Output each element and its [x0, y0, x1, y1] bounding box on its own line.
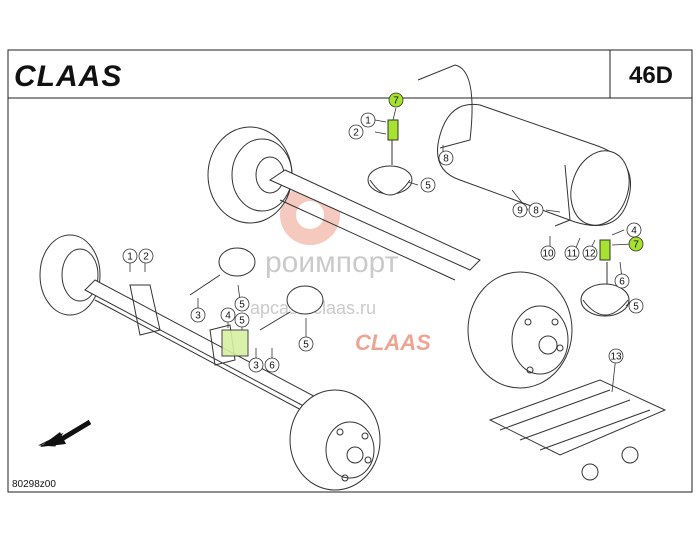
callout-label: 8 — [533, 206, 539, 217]
callout-2[interactable]: 2 — [348, 124, 364, 140]
brake-chamber-lower-1 — [189, 247, 256, 296]
page-code: 46D — [629, 62, 673, 89]
callout-8[interactable]: 8 — [528, 202, 544, 218]
callout-5[interactable]: 5 — [234, 296, 250, 312]
callout-12[interactable]: 12 — [582, 245, 598, 261]
callout-8[interactable]: 8 — [438, 150, 454, 166]
callout-circle — [608, 348, 624, 364]
callout-circle — [348, 124, 364, 140]
callout-label: 3 — [253, 361, 259, 372]
callout-label: 2 — [143, 252, 149, 263]
callout-4[interactable]: 4 — [626, 222, 642, 238]
callout-label: 13 — [610, 352, 622, 363]
callout-label: 5 — [633, 302, 639, 313]
brake-chamber-lower-2 — [259, 285, 324, 331]
callout-13[interactable]: 13 — [608, 348, 624, 364]
highlighted-part-7a[interactable] — [387, 119, 399, 141]
callout-5[interactable]: 5 — [234, 312, 250, 328]
callout-label: 4 — [631, 226, 637, 237]
callout-5[interactable]: 5 — [298, 336, 314, 352]
callout-circle — [138, 248, 154, 264]
callout-circle — [220, 307, 236, 323]
callout-9[interactable]: 9 — [512, 202, 528, 218]
callout-label: 5 — [239, 316, 245, 327]
watermark-logo: CLAAS — [355, 330, 431, 355]
callout-circle — [388, 92, 404, 108]
callout-circle — [234, 312, 250, 328]
air-tank — [417, 64, 632, 227]
callout-1[interactable]: 1 — [360, 112, 376, 128]
callout-7[interactable]: 7 — [628, 236, 644, 252]
callout-circle — [248, 357, 264, 373]
callout-label: 5 — [239, 300, 245, 311]
callout-1[interactable]: 1 — [122, 248, 138, 264]
callout-circle — [122, 248, 138, 264]
callout-circle — [360, 112, 376, 128]
callout-circle — [628, 298, 644, 314]
callout-label: 8 — [443, 154, 449, 165]
callout-6[interactable]: 6 — [264, 357, 280, 373]
callout-label: 11 — [567, 249, 578, 260]
callout-6[interactable]: 6 — [614, 273, 630, 289]
drawing-frame — [7, 49, 693, 493]
callout-label: 10 — [542, 249, 554, 260]
lower-axle — [39, 234, 381, 491]
callout-5[interactable]: 5 — [628, 298, 644, 314]
callout-circle — [614, 273, 630, 289]
callout-10[interactable]: 10 — [540, 245, 556, 261]
callout-circle — [582, 245, 598, 261]
callout-circle — [420, 177, 436, 193]
callout-circle — [264, 357, 280, 373]
highlighted-part-7b[interactable] — [599, 239, 611, 261]
callout-circle — [298, 336, 314, 352]
callout-4[interactable]: 4 — [220, 307, 236, 323]
callout-5[interactable]: 5 — [420, 177, 436, 193]
callout-label: 12 — [584, 249, 596, 260]
callout-label: 5 — [425, 181, 431, 192]
brake-chamber-upper — [367, 140, 413, 196]
callout-3[interactable]: 3 — [190, 307, 206, 323]
callout-7[interactable]: 7 — [388, 92, 404, 108]
direction-arrow-icon — [38, 419, 92, 447]
brand-logo: CLAAS — [14, 60, 122, 93]
highlighted-bracket-lower[interactable] — [221, 329, 249, 357]
callout-circle — [528, 202, 544, 218]
callout-circle — [628, 236, 644, 252]
callout-3[interactable]: 3 — [248, 357, 264, 373]
callout-label: 6 — [269, 361, 275, 372]
callout-11[interactable]: 11 — [564, 245, 580, 261]
callout-circle — [234, 296, 250, 312]
callout-circle — [438, 150, 454, 166]
callout-label: 9 — [517, 206, 523, 217]
upper-axle — [207, 126, 573, 389]
callout-label: 2 — [353, 128, 359, 139]
chassis-frame-thumbnail — [488, 379, 667, 481]
watermark-line1: роимпорт — [265, 246, 399, 279]
callout-label: 1 — [127, 252, 133, 263]
callout-label: 4 — [225, 311, 231, 322]
callout-circle — [564, 245, 580, 261]
brake-chamber-right — [580, 262, 630, 317]
callout-circle — [540, 245, 556, 261]
callout-label: 7 — [633, 240, 639, 251]
callout-label: 5 — [303, 340, 309, 351]
callout-circle — [190, 307, 206, 323]
callout-circle — [512, 202, 528, 218]
callout-label: 1 — [365, 116, 371, 127]
drawing-number: 80298z00 — [12, 479, 56, 490]
callout-label: 7 — [393, 96, 399, 107]
callout-label: 6 — [619, 277, 625, 288]
callout-2[interactable]: 2 — [138, 248, 154, 264]
callout-label: 3 — [195, 311, 201, 322]
